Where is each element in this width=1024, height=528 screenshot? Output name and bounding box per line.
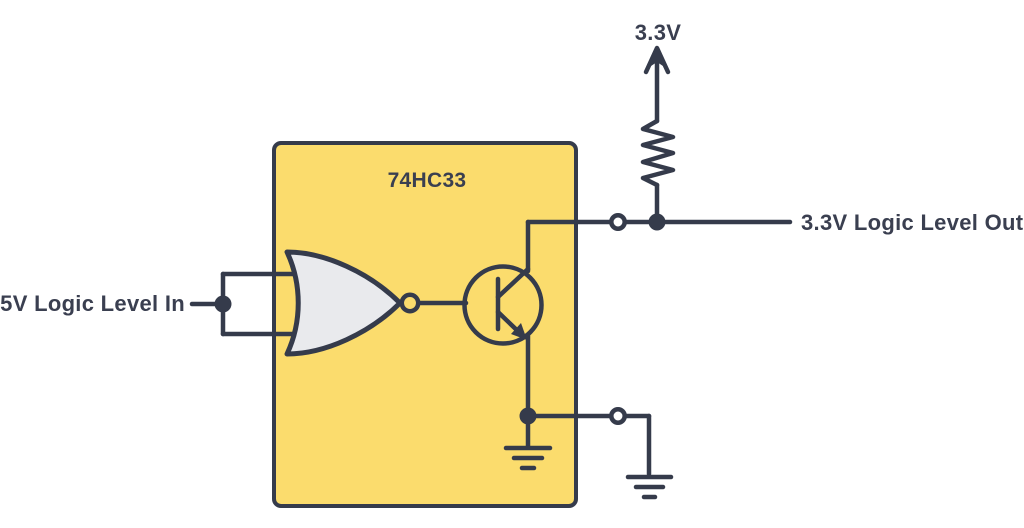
ic-label: 74HC33: [388, 169, 467, 192]
nor-inversion-bubble: [399, 292, 421, 314]
supply-label: 3.3V: [635, 20, 681, 45]
emitter-junction-dot: [519, 407, 537, 425]
supply-arrowhead-fill: [648, 48, 666, 68]
transistor-circle: [462, 264, 544, 346]
supply-arrow: [643, 45, 671, 75]
resistor-zigzag: [640, 118, 676, 188]
output-junction-dot: [648, 213, 666, 231]
nor-gate-body: [284, 249, 403, 357]
ground-symbol-external: [625, 474, 674, 500]
ground-pin-circle: [609, 407, 627, 425]
npn-transistor-symbol: [462, 264, 544, 346]
transistor-collector-diag: [495, 266, 531, 300]
output-label: 3.3V Logic Level Out: [801, 210, 1024, 235]
nor-gate-symbol: [284, 249, 421, 357]
transistor-emitter-arrow: [511, 323, 527, 340]
input-junction-dot: [214, 295, 232, 313]
output-pin-circle: [609, 213, 627, 231]
input-label: 5V Logic Level In: [0, 291, 185, 316]
pullup-resistor-symbol: [640, 53, 676, 225]
ic-package-body: [272, 141, 578, 508]
